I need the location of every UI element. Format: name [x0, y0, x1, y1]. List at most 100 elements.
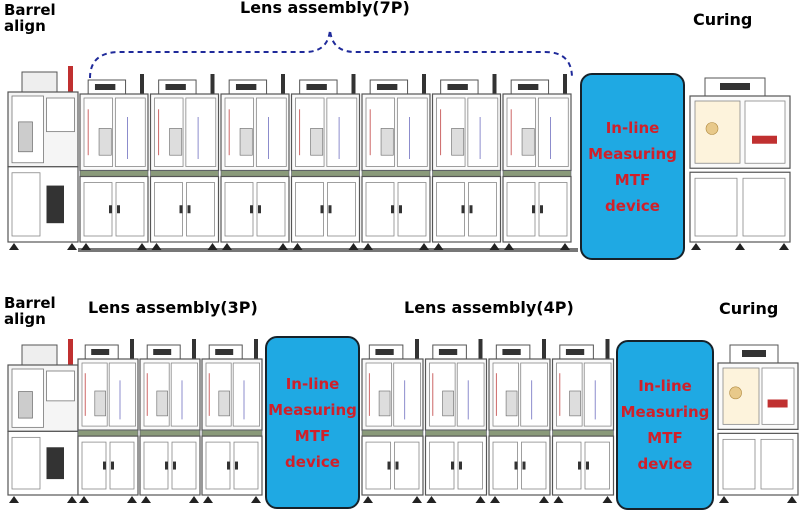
machine-foot	[426, 496, 437, 503]
module-cabinet-door-right	[468, 182, 497, 237]
module-table-strip	[361, 429, 424, 437]
module-handle	[387, 461, 391, 470]
module-signal-post	[254, 339, 258, 361]
module-window-right	[396, 97, 428, 167]
mtf-text-line: MTF	[647, 429, 683, 447]
module-mechanism	[569, 390, 581, 417]
bottom-barrel-align-label: Barrel align	[4, 294, 56, 328]
machine-foot	[278, 243, 288, 250]
module-cabinet-door-left	[295, 182, 324, 237]
module-cabinet-door-left	[365, 182, 395, 237]
barrel-signal-light	[68, 339, 73, 365]
machine-foot	[419, 243, 429, 250]
module-handle	[258, 205, 261, 214]
module-table-strip	[139, 429, 201, 437]
machine-foot	[141, 496, 151, 503]
module-handle	[111, 461, 114, 470]
barrel-mechanism	[18, 391, 33, 419]
mtf-text-line: Measuring	[588, 144, 677, 163]
curing-door-left	[722, 438, 756, 490]
module-signal-post	[542, 339, 546, 361]
module-mechanism	[94, 390, 106, 417]
machine-foot	[222, 243, 232, 250]
module-window-right	[185, 97, 217, 167]
curing-chamber	[722, 367, 760, 425]
machine-foot	[539, 496, 549, 503]
bottom-curing-label: Curing	[719, 299, 779, 318]
barrel-signal-light	[68, 66, 73, 92]
module-handle	[391, 205, 394, 214]
mtf-text-line: MTF	[614, 170, 651, 189]
module-header-panel	[565, 349, 585, 355]
module-handle	[165, 461, 168, 470]
barrel-top-unit	[21, 71, 58, 93]
module-table-strip	[77, 429, 139, 437]
barrel-monitor	[46, 370, 75, 402]
machine-foot	[348, 243, 359, 250]
module-window-right	[456, 362, 485, 427]
curing-indicator	[752, 135, 777, 144]
mtf-text-line: In-line	[605, 118, 660, 137]
module-cabinet-door-left	[83, 182, 113, 237]
barrel-cabinet-door	[11, 436, 41, 490]
machine-foot	[67, 243, 77, 250]
mtf-text-line: Measuring	[620, 403, 710, 421]
curing-top-panel	[742, 350, 766, 357]
module-header-panel	[306, 84, 327, 90]
module-cabinet-door-left	[556, 441, 582, 490]
module-handle	[522, 461, 526, 470]
module-cabinet-door-right	[327, 182, 356, 237]
machine-foot	[189, 496, 199, 503]
module-window-right	[170, 362, 198, 427]
module-mechanism	[521, 128, 535, 156]
module-header-panel	[447, 84, 468, 90]
module-handle	[179, 205, 183, 214]
module-cabinet-door-left	[492, 441, 518, 490]
module-header-panel	[94, 84, 116, 90]
machine-foot	[363, 496, 373, 503]
module-mechanism	[505, 390, 518, 417]
module-header-panel	[376, 84, 398, 90]
module-window-right	[393, 362, 421, 427]
module-handle	[320, 205, 324, 214]
module-signal-post	[415, 339, 419, 361]
mtf-text-line: device	[637, 455, 693, 473]
module-cabinet-door-left	[506, 182, 536, 237]
bottom-mtf-device-box-b: In-line Measuring MTF device	[616, 340, 714, 510]
module-table-strip	[291, 170, 360, 177]
module-handle	[395, 461, 399, 470]
machine-foot	[151, 243, 162, 250]
module-cabinet-door-left	[365, 441, 391, 490]
module-table-strip	[361, 170, 431, 177]
module-cabinet-door-left	[81, 441, 107, 490]
module-header-panel	[502, 349, 521, 355]
module-window-right	[326, 97, 358, 167]
machine-foot	[9, 496, 19, 503]
module-table-strip	[220, 170, 290, 177]
module-window-right	[108, 362, 136, 427]
machine-foot	[81, 243, 91, 250]
module-cabinet-door-right	[394, 441, 420, 490]
module-handle	[540, 205, 543, 214]
mtf-text-line: In-line	[285, 374, 340, 393]
curing-part	[729, 386, 742, 400]
module-handle	[250, 205, 253, 214]
barrel-monitor	[46, 97, 75, 133]
barrel-cabinet-door	[11, 172, 41, 237]
machine-foot	[79, 496, 89, 503]
machine-foot	[207, 243, 218, 250]
top-base-rail	[78, 248, 578, 252]
machine-foot	[504, 243, 514, 250]
module-cabinet-door-left	[143, 441, 169, 490]
module-handle	[578, 461, 581, 470]
top-mtf-device-box: In-line Measuring MTF device	[580, 73, 685, 260]
barrel-panel	[46, 185, 64, 224]
module-header-panel	[517, 84, 539, 90]
barrel-top-unit	[21, 344, 58, 366]
machine-foot	[127, 496, 137, 503]
machine-foot	[292, 243, 303, 250]
bottom-lens-assembly-4p-label: Lens assembly(4P)	[404, 298, 574, 317]
module-handle	[461, 205, 465, 214]
curing-indicator	[767, 399, 788, 408]
